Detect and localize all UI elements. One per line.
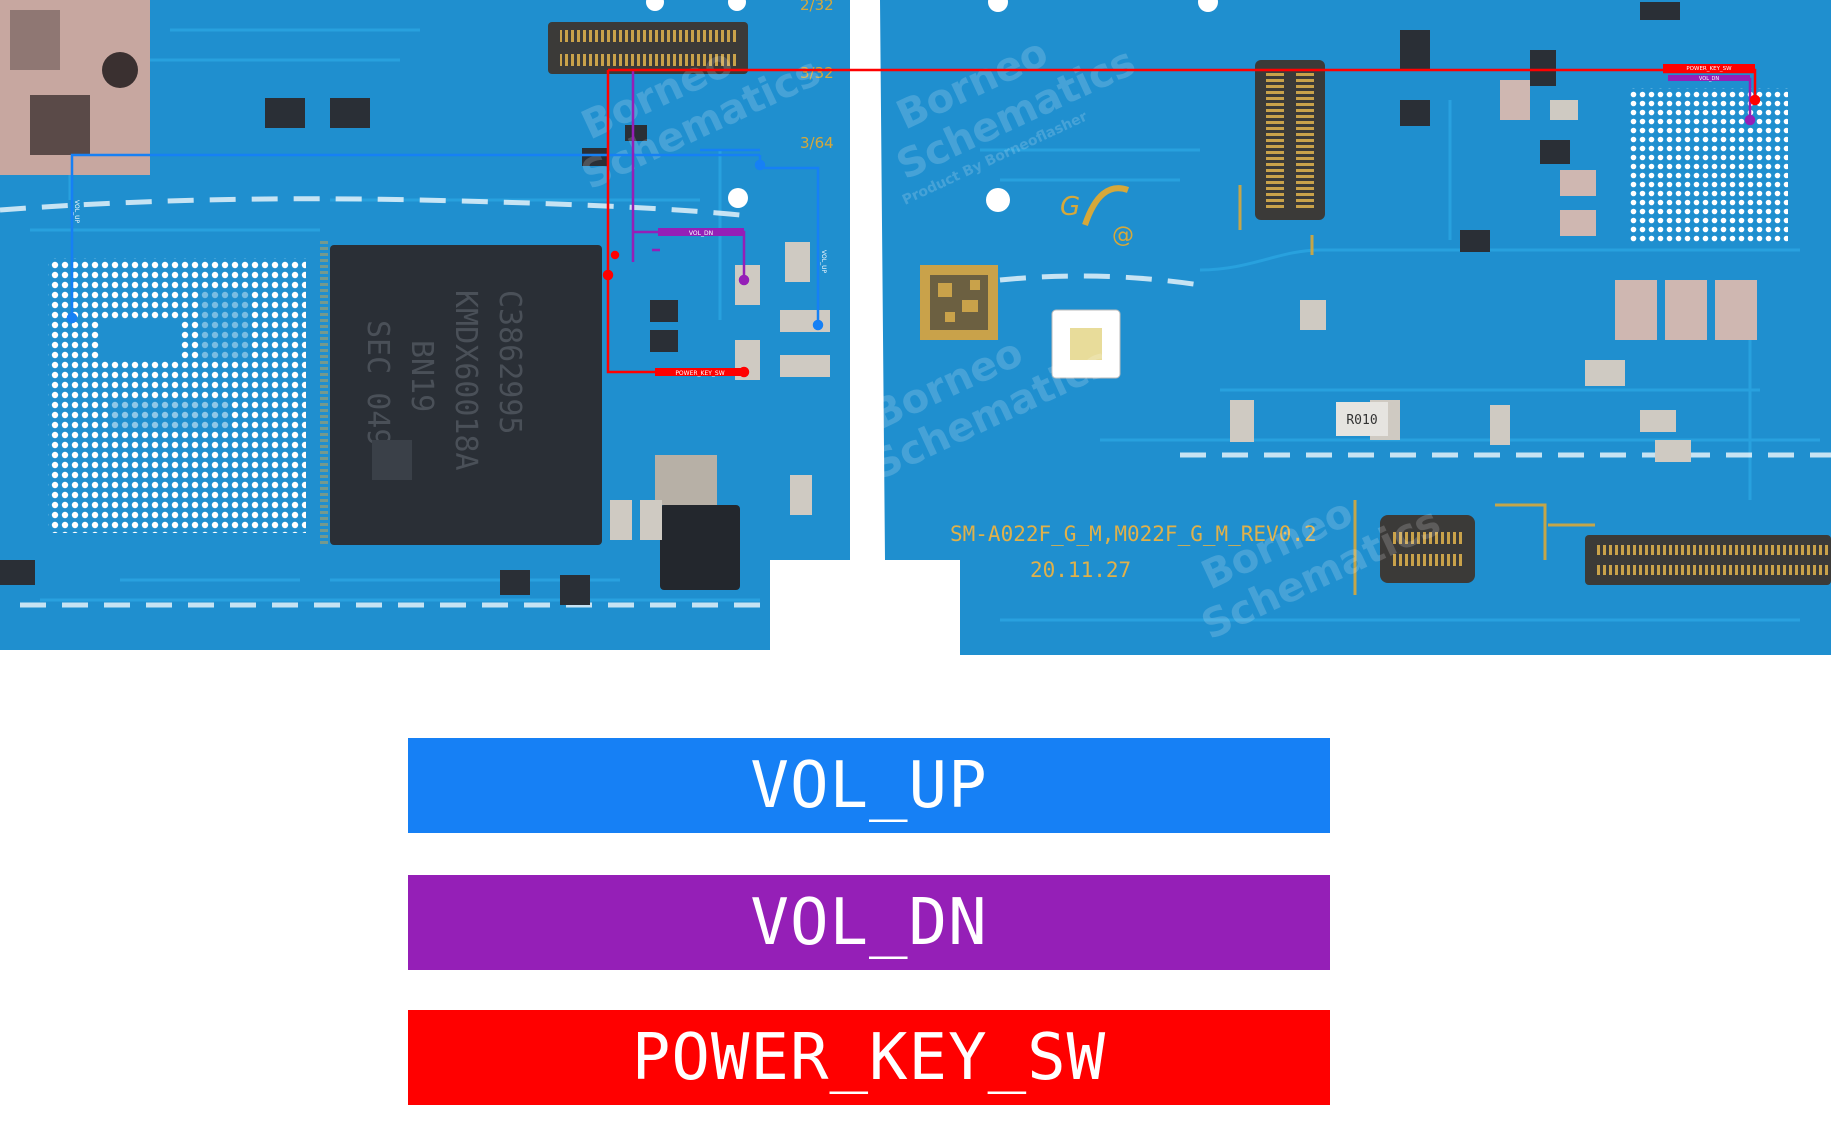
soc-bga-left (44, 255, 309, 535)
chip-marking-4: C3862995 (492, 290, 527, 435)
dm-code (920, 265, 998, 340)
chip-marking-1: SEC 049 (360, 320, 395, 446)
logo-text: G (1060, 192, 1080, 222)
net-tag-vol-dn: VOL_DN (689, 230, 713, 237)
legend-vol-up-label: VOL_UP (750, 748, 988, 823)
chip-marking-3: KMDX60018A (448, 290, 483, 471)
samsung-logo: G @ (1060, 185, 1134, 248)
pcb-board-right (880, 0, 1831, 655)
bga-right (1625, 85, 1790, 245)
flash-led (1051, 309, 1121, 379)
board-marking: SM-A022F_G_M,M022F_G_M_REV0.2 (950, 522, 1317, 546)
page-mark-2: 3/32 (800, 64, 834, 82)
net-tag-vol-up: VOL_UP (73, 200, 80, 223)
board-connector-top (548, 22, 748, 74)
net-tag-vol-up-right: VOL_UP (820, 250, 827, 273)
board-date: 20.11.27 (1030, 558, 1131, 582)
page-mark-1: 2/32 (800, 0, 834, 14)
net-tag-power: POWER_KEY_SW (675, 370, 724, 377)
net-tag-vol-dn-right: VOL_DN (1699, 76, 1719, 82)
inductors-right (1500, 80, 1757, 340)
board-connector-mid (1255, 60, 1325, 220)
lcd-connector (1585, 535, 1831, 585)
legend-power-key-sw: POWER_KEY_SW (408, 1010, 1330, 1105)
resistor-label: R010 (1346, 413, 1377, 428)
chip-marking-2: BN19 (404, 340, 439, 412)
small-components-right (1400, 2, 1680, 252)
small-components-left (0, 98, 678, 605)
small-connector (1380, 515, 1475, 583)
emmc-chip: SEC 049 BN19 KMDX60018A C3862995 (320, 240, 602, 545)
legend-vol-up: VOL_UP (408, 738, 1330, 833)
pmic-chip (655, 455, 740, 590)
resistor-r010: R010 (1336, 402, 1388, 436)
legend-power-key-sw-label: POWER_KEY_SW (631, 1020, 1107, 1095)
legend-vol-dn: VOL_DN (408, 875, 1330, 970)
mounting-holes-right (986, 0, 1218, 212)
legend-vol-dn-label: VOL_DN (750, 885, 988, 960)
net-tag-power-right: POWER_KEY_SW (1686, 66, 1732, 72)
net-tags: VOL_DN POWER_KEY_SW POWER_KEY_SW VOL_DN … (73, 64, 1755, 377)
logo-sub: @ (1112, 223, 1134, 248)
capacitors-left (610, 242, 830, 540)
mounting-holes-left (646, 0, 748, 208)
page-mark-3: 3/64 (800, 134, 834, 152)
net-vol-up (66, 148, 824, 331)
pcb-diagram: SEC 049 BN19 KMDX60018A C3862995 2/32 3/… (0, 0, 1831, 655)
sim-tray (0, 0, 150, 175)
